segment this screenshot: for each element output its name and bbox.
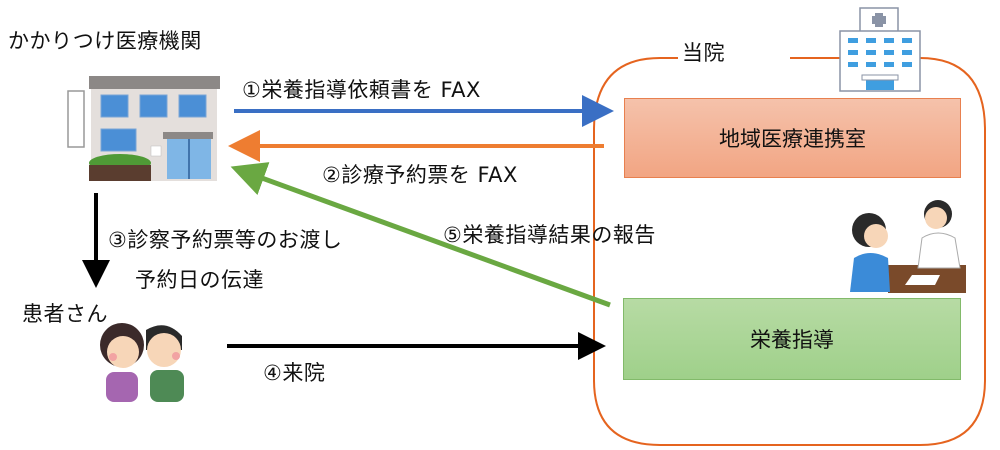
regional-liaison-office-box: 地域医療連携室: [624, 98, 961, 178]
patient-label: 患者さん: [22, 302, 108, 326]
clinic-label: かかりつけ医療機関: [8, 29, 202, 53]
step-5-label: ⑤栄養指導結果の報告: [443, 223, 656, 247]
step-4-label: ④来院: [263, 361, 326, 385]
hospital-building-icon: [839, 7, 921, 92]
nutrition-guidance-box: 栄養指導: [623, 298, 961, 380]
step-1-label: ①栄養指導依頼書を FAX: [242, 78, 481, 102]
nutrition-guidance-label: 栄養指導: [750, 328, 834, 352]
hospital-boundary: [593, 57, 986, 446]
step-3-label-line1: ③診察予約票等のお渡し: [108, 228, 343, 252]
arrow-step-5: [230, 162, 611, 308]
clinic-building-icon: [67, 76, 220, 181]
regional-liaison-office-label: 地域医療連携室: [719, 127, 866, 151]
step-2-label: ②診療予約票を FAX: [322, 163, 518, 187]
hospital-label: 当院: [682, 41, 725, 65]
step-3-label-line2: 予約日の伝達: [135, 268, 264, 292]
elderly-couple-icon: [100, 323, 184, 402]
consultation-icon: [850, 200, 966, 293]
